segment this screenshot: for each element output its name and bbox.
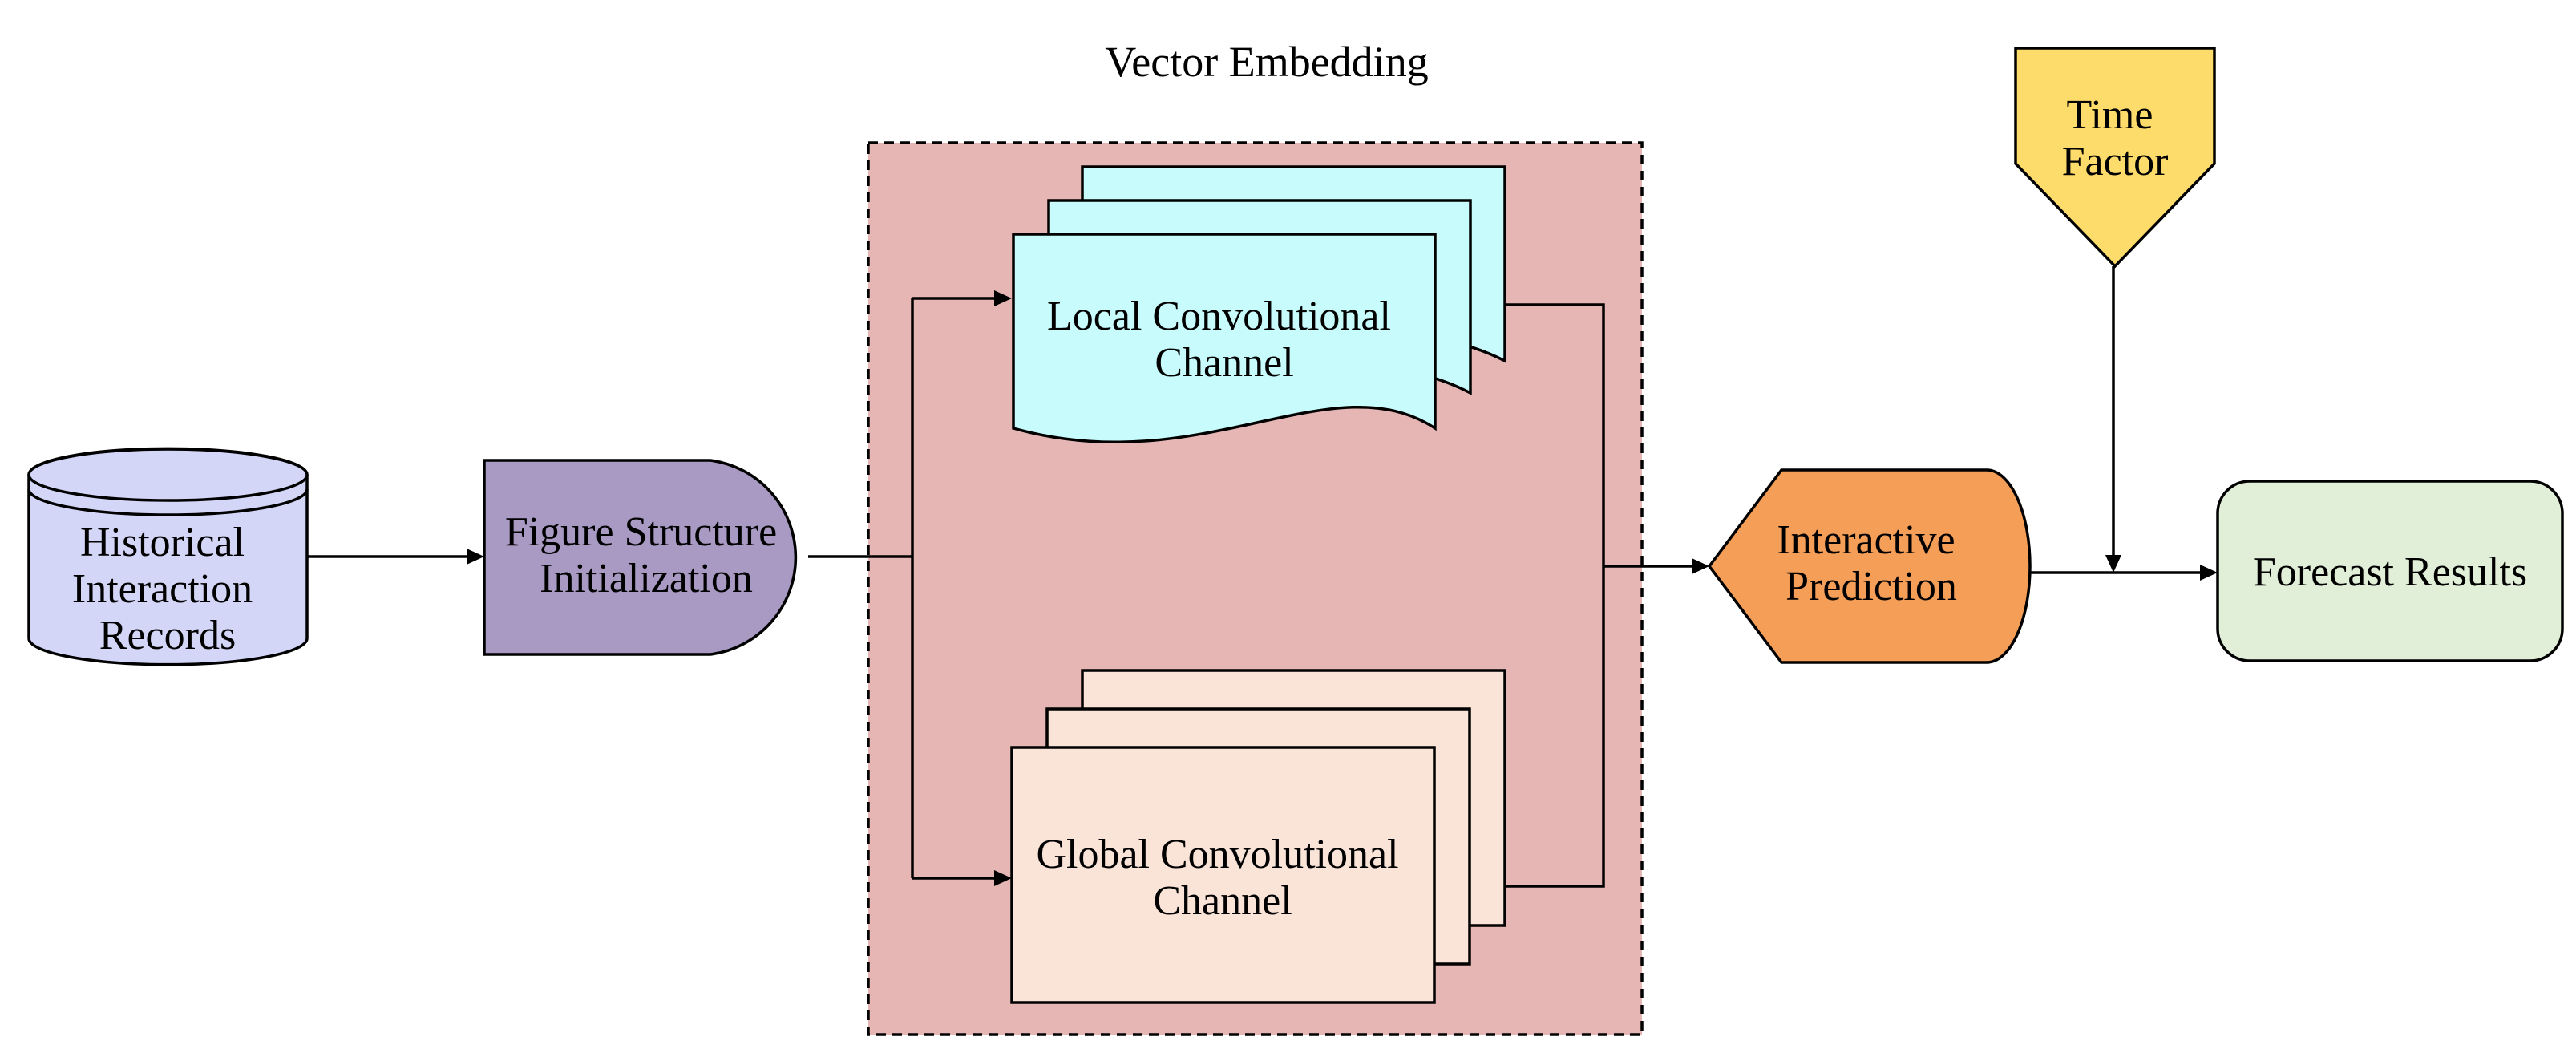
historical-cylinder-ring: [27, 488, 309, 516]
time-shape: [2014, 47, 2216, 269]
figure-label: Figure Structure Initialization: [505, 509, 787, 601]
interactive-shape: [1707, 468, 2032, 664]
vector-embedding-title: Vector Embedding: [1105, 38, 1428, 86]
local-label: Local Convolutional Channel: [1047, 294, 1401, 386]
historical-label: Historical Interaction Records: [72, 520, 263, 658]
node-figure-structure: Figure Structure Initialization: [483, 459, 798, 656]
arrowhead-to-forecast: [2200, 565, 2218, 581]
edge-local-out: [1505, 303, 1605, 888]
figure-shape: [483, 459, 798, 656]
arrowhead-historical-to-figure: [467, 549, 484, 565]
interactive-label: Interactive Prediction: [1777, 517, 1965, 609]
historical-cylinder-top: [27, 448, 309, 502]
global-label: Global Convolutional Channel: [1036, 832, 1409, 924]
edges: [307, 266, 2218, 888]
arrowhead-time-down: [2105, 555, 2121, 573]
node-forecast-results: Forecast Results: [2216, 480, 2564, 662]
node-interactive-prediction: Interactive Prediction: [1707, 468, 2032, 664]
node-historical-records: Historical Interaction Records: [27, 447, 309, 666]
forecast-label: Forecast Results: [2253, 549, 2527, 595]
arrowhead-to-global: [994, 870, 1012, 886]
local-doc-front: [1012, 233, 1437, 444]
time-label: Time Factor: [2062, 92, 2169, 184]
node-global-channel: Global Convolutional Channel: [1010, 669, 1506, 1004]
arrowhead-to-interactive: [1692, 558, 1709, 574]
global-rect-front: [1010, 746, 1436, 1004]
forecast-shape: [2216, 480, 2564, 662]
arrowhead-to-local: [994, 290, 1012, 306]
node-local-channel: Local Convolutional Channel: [1012, 165, 1506, 444]
node-time-factor: Time Factor: [2014, 47, 2216, 269]
